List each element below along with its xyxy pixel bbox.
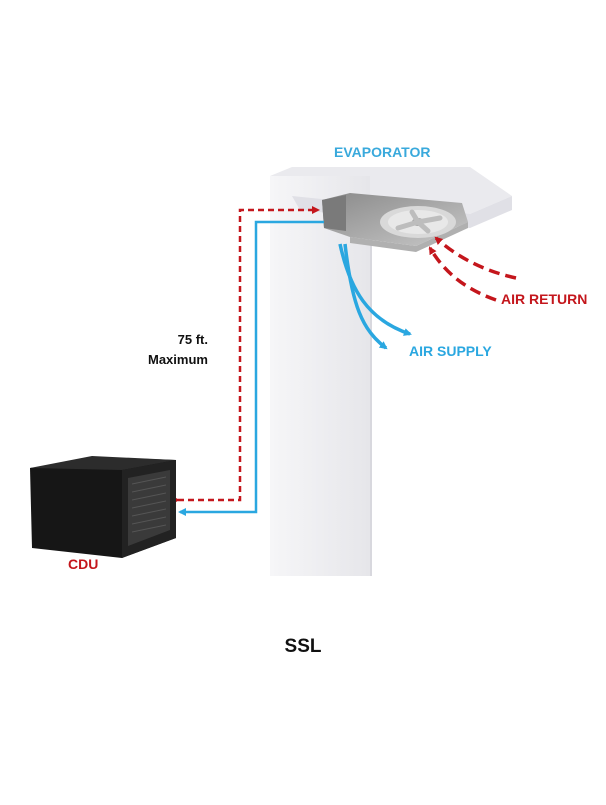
distance-label: 75 ft. Maximum [148, 330, 208, 370]
distance-qualifier: Maximum [148, 352, 208, 367]
cdu-label: CDU [68, 556, 99, 572]
air-return-label: AIR RETURN [501, 291, 588, 307]
evaporator-unit [322, 193, 468, 252]
diagram-caption: SSL [284, 636, 322, 657]
air-supply-arrows [338, 243, 412, 350]
air-supply-label: AIR SUPPLY [409, 343, 492, 359]
refrigerant-supply-line [178, 220, 324, 516]
refrigerant-return-line [172, 206, 320, 504]
distance-value: 75 ft. [177, 332, 208, 347]
air-return-arrows [428, 236, 517, 302]
evaporator-label: EVAPORATOR [334, 144, 431, 160]
cdu-vent-grille [131, 476, 167, 533]
cdu-unit [30, 456, 176, 558]
